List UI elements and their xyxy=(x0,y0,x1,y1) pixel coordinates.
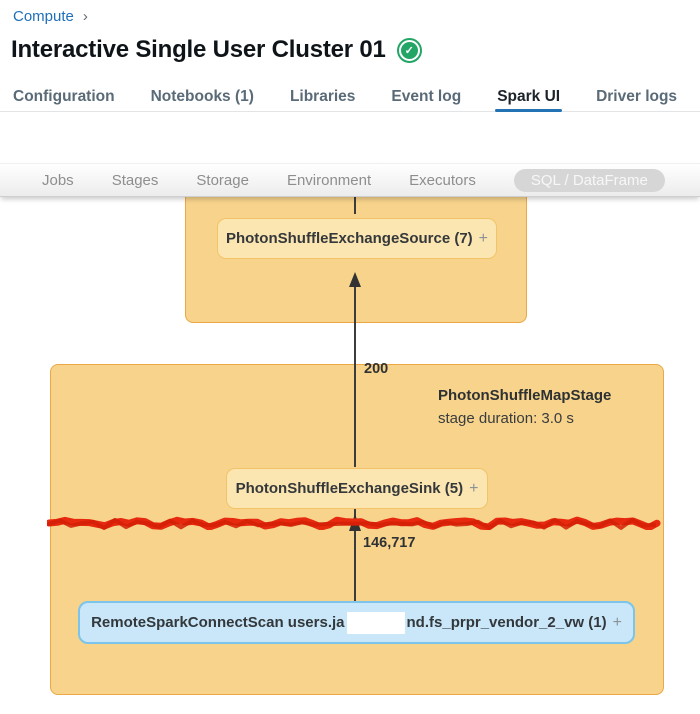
tab-spark-ui[interactable]: Spark UI xyxy=(495,84,562,112)
spark-nav-executors[interactable]: Executors xyxy=(409,171,476,189)
check-glyph: ✓ xyxy=(400,41,418,59)
dag-edge-line xyxy=(354,286,356,467)
map-stage-name: PhotonShuffleMapStage xyxy=(438,387,612,404)
tab-driver-logs[interactable]: Driver logs xyxy=(596,88,678,105)
node-remote-spark-connect-scan[interactable]: RemoteSparkConnectScan users.ja nd.fs_pr… xyxy=(78,601,635,644)
expand-plus-button[interactable]: + xyxy=(469,479,479,497)
spark-nav-environment[interactable]: Environment xyxy=(286,171,372,189)
edge-row-count-label: 200 xyxy=(364,361,389,377)
spark-nav-stages[interactable]: Stages xyxy=(111,171,159,189)
node-photon-shuffle-exchange-source[interactable]: PhotonShuffleExchangeSource (7) + xyxy=(217,218,497,259)
tab-notebooks[interactable]: Notebooks (1) xyxy=(150,88,254,105)
cluster-running-check-icon: ✓ xyxy=(396,37,422,63)
spark-ui-navbar: Jobs Stages Storage Environment Executor… xyxy=(0,163,700,197)
breadcrumb-compute-link[interactable]: Compute xyxy=(13,8,74,25)
dag-edge-arrowhead xyxy=(349,514,361,531)
tab-event-log[interactable]: Event log xyxy=(391,88,462,105)
dag-edge-arrowhead xyxy=(349,272,361,287)
tab-libraries[interactable]: Libraries xyxy=(289,88,356,105)
node-label-before-redaction: RemoteSparkConnectScan users.ja xyxy=(91,614,345,631)
node-label-after-redaction: nd.fs_prpr_vendor_2_vw (1) xyxy=(406,614,607,631)
redaction-box xyxy=(346,611,405,634)
spark-nav-storage[interactable]: Storage xyxy=(196,171,249,189)
cluster-tabs: Configuration Notebooks (1) Libraries Ev… xyxy=(0,84,700,112)
title-row: Interactive Single User Cluster 01 ✓ xyxy=(11,36,422,64)
expand-plus-button[interactable]: + xyxy=(478,229,489,247)
spark-nav-sql-dataframe[interactable]: SQL / DataFrame xyxy=(513,168,665,192)
node-label: PhotonShuffleExchangeSink (5) xyxy=(235,480,464,497)
map-stage-duration: stage duration: 3.0 s xyxy=(438,410,574,427)
dag-edge-line xyxy=(354,509,356,601)
breadcrumb: Compute › xyxy=(13,8,88,25)
node-photon-shuffle-exchange-sink[interactable]: PhotonShuffleExchangeSink (5) + xyxy=(226,468,488,509)
expand-plus-button[interactable]: + xyxy=(612,613,622,631)
node-label: PhotonShuffleExchangeSource (7) xyxy=(225,230,473,247)
page-title: Interactive Single User Cluster 01 xyxy=(11,36,386,63)
chevron-right-icon: › xyxy=(82,8,88,25)
spark-nav-jobs[interactable]: Jobs xyxy=(42,171,74,189)
edge-row-count-label: 146,717 xyxy=(363,535,416,551)
tab-configuration[interactable]: Configuration xyxy=(13,88,115,105)
